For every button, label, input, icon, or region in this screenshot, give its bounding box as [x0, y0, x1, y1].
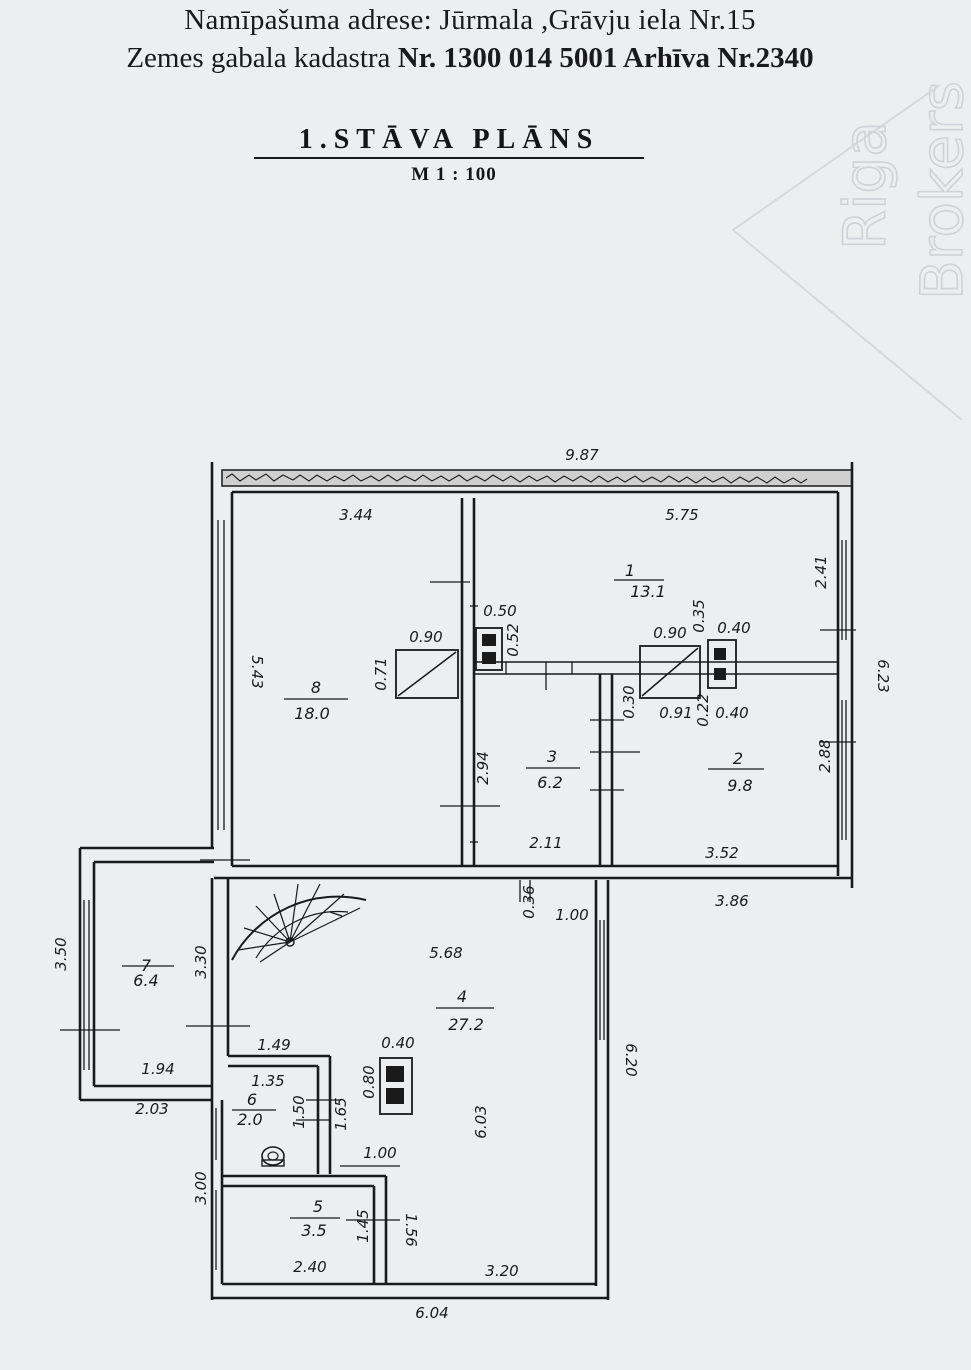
dim-hall-inner: 6.03 [472, 1105, 490, 1138]
stove-room-8 [395, 649, 459, 699]
dim-stove8-height: 0.71 [372, 657, 390, 690]
dim-right-bottom: 3.86 [715, 892, 748, 910]
dim-room3-width: 2.11 [529, 834, 562, 852]
room-1-area: 13.1 [630, 582, 666, 601]
room-8-area: 18.0 [294, 704, 330, 723]
cadastre-line: Zemes gabala kadastra Nr. 1300 014 5001 … [0, 42, 940, 75]
dim-stove8-width: 0.90 [409, 628, 442, 646]
chimney-hall [379, 1057, 413, 1115]
property-address: Namīpašuma adrese: Jūrmala ,Grāvju iela … [184, 4, 756, 36]
dim-left-bottom: 2.03 [135, 1100, 168, 1118]
dim-room5-inner: 1.45 [354, 1209, 372, 1242]
room-2-number: 2 [733, 749, 743, 768]
room-3-number: 3 [547, 747, 557, 766]
dim-room1-width: 5.75 [665, 506, 698, 524]
room-4-area: 27.2 [448, 1015, 484, 1034]
dim-room2-depth: 2.88 [816, 739, 834, 772]
dim-stair-end: 1.49 [257, 1036, 290, 1054]
dim-stove2-side: 0.30 [620, 685, 638, 718]
room-labels: 1 13.1 2 9.8 3 6.2 4 27.2 5 3.5 6 2.0 7 … [122, 561, 764, 1240]
dim-door-width: 1.00 [363, 1144, 396, 1162]
dim-room5-width: 2.40 [293, 1258, 326, 1276]
spiral-staircase [231, 883, 367, 963]
dim-hall-width: 5.68 [429, 944, 462, 962]
title-underline [254, 157, 644, 159]
window-markers [60, 520, 856, 1270]
room-7-area: 6.4 [133, 971, 158, 990]
cadastre-number: Nr. 1300 014 5001 [397, 42, 618, 74]
plan-title: 1.STĀVA PLĀNS [298, 124, 600, 155]
plan-scale: M 1 : 100 [411, 164, 497, 185]
riga-brokers-watermark: Riga Brokers [731, 80, 971, 421]
dim-stove2-height: 0.91 [659, 704, 692, 722]
room-5-number: 5 [313, 1197, 323, 1216]
dimension-labels: 9.87 3.44 5.75 2.41 6.23 2.88 5.43 2.94 … [52, 446, 892, 1322]
dim-room7-width: 1.94 [141, 1060, 174, 1078]
dim-room3-depth: 2.94 [474, 751, 492, 784]
room-4-number: 4 [457, 987, 467, 1006]
toilet-fixture [261, 1146, 285, 1167]
dim-room5-depth: 3.00 [192, 1171, 210, 1204]
dim-chimney-right-bottom: 0.40 [715, 704, 748, 722]
hatched-top-wall [221, 469, 853, 487]
outer-walls [210, 462, 854, 1300]
dim-room1-depth: 2.41 [812, 555, 830, 588]
watermark-text-brokers: Brokers [908, 81, 971, 300]
dim-chimney-hall-height: 0.80 [360, 1065, 378, 1098]
dim-hall-depth: 6.20 [622, 1043, 640, 1076]
dim-step-width: 1.00 [555, 906, 588, 924]
watermark-text-riga: Riga [831, 121, 899, 250]
room-5-area: 3.5 [301, 1221, 326, 1240]
room-8-number: 8 [311, 678, 321, 697]
room-1-number: 1 [625, 561, 635, 580]
archive-number: Arhīva Nr.2340 [617, 42, 814, 74]
room-7-annex-walls [78, 846, 214, 1102]
dim-room6-width: 1.35 [251, 1072, 284, 1090]
dim-step-height: 0.36 [520, 885, 538, 918]
dim-right-total: 6.23 [874, 659, 892, 692]
room-3-area: 6.2 [537, 773, 562, 792]
dim-room7-depth: 3.50 [52, 937, 70, 970]
dim-chimney-top-height: 0.52 [504, 623, 522, 656]
stove-room-2 [639, 645, 701, 699]
chimney-top [475, 627, 503, 671]
dim-room2-width: 3.52 [705, 844, 738, 862]
dim-overall-bottom: 6.04 [415, 1304, 448, 1322]
dim-room8-width: 3.44 [339, 506, 372, 524]
dim-room8-depth: 5.43 [248, 655, 266, 688]
dim-room6-side: 1.65 [332, 1097, 350, 1130]
chimney-right [707, 639, 737, 689]
dim-room7-inner: 3.30 [192, 945, 210, 978]
dim-chimney-hall-width: 0.40 [381, 1034, 414, 1052]
dim-chimney-right-top: 0.40 [717, 619, 750, 637]
dim-room5-side: 1.56 [402, 1213, 420, 1246]
dim-chimney-right-height: 0.35 [690, 599, 708, 632]
dim-stove2-width: 0.90 [653, 624, 686, 642]
interior-walls [220, 498, 838, 1284]
room-2-area: 9.8 [727, 776, 752, 795]
room-6-number: 6 [247, 1090, 257, 1109]
room-6-area: 2.0 [237, 1110, 262, 1129]
dim-chimney-right-side: 0.22 [694, 693, 712, 726]
dim-overall-top: 9.87 [565, 446, 599, 464]
dim-room6-depth: 1.50 [290, 1095, 308, 1128]
dim-chimney-top-width: 0.50 [483, 602, 516, 620]
cadastre-prefix: Zemes gabala kadastra [126, 42, 398, 74]
dim-hall-bottom: 3.20 [485, 1262, 518, 1280]
